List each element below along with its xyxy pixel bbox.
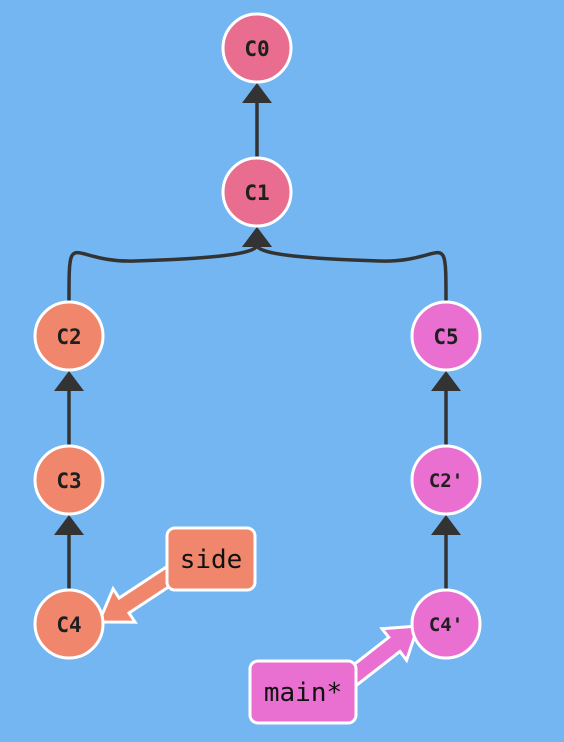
edge-line <box>67 244 259 303</box>
branches-layer: side main* <box>96 526 421 725</box>
arrowhead-icon <box>431 371 461 391</box>
arrowhead-icon <box>54 515 84 535</box>
arrowhead-icon <box>242 83 272 103</box>
arrowhead-icon <box>431 515 461 535</box>
commit-label: C5 <box>433 325 458 349</box>
commit-node-C2[interactable]: C2 <box>33 300 105 372</box>
commit-label: C4 <box>56 613 81 637</box>
edge-line <box>255 244 448 303</box>
edge-C5-to-C1 <box>242 227 448 303</box>
commit-node-C5[interactable]: C5 <box>410 300 482 372</box>
commit-circle[interactable] <box>410 300 482 372</box>
commit-circle[interactable] <box>33 444 105 516</box>
commit-circle[interactable] <box>410 444 482 516</box>
commit-label: C3 <box>56 469 81 493</box>
branch-label-text: main* <box>264 678 342 708</box>
edge-C1-to-C0 <box>242 83 272 158</box>
commit-label: C1 <box>244 181 269 205</box>
commit-label: C0 <box>244 37 269 61</box>
commit-node-C4p[interactable]: C4' <box>410 588 482 660</box>
commit-node-C1[interactable]: C1 <box>221 156 293 228</box>
commit-node-C2p[interactable]: C2' <box>410 444 482 516</box>
commit-label: C2 <box>56 325 81 349</box>
commit-label: C4' <box>429 614 463 636</box>
edge-C3-to-C2 <box>54 371 84 446</box>
edge-C4-to-C3 <box>54 515 84 590</box>
edge-C2-to-C1 <box>67 227 272 303</box>
commit-node-C0[interactable]: C0 <box>221 12 293 84</box>
commit-circle[interactable] <box>221 156 293 228</box>
arrowhead-icon <box>242 227 272 247</box>
branch-main[interactable]: main* <box>248 624 421 725</box>
commit-label: C2' <box>429 470 463 492</box>
branch-label-box[interactable] <box>165 526 257 592</box>
commit-circle[interactable] <box>33 588 105 660</box>
branch-side[interactable]: side <box>96 526 257 624</box>
commit-node-C3[interactable]: C3 <box>33 444 105 516</box>
arrowhead-icon <box>54 371 84 391</box>
branch-label-box[interactable] <box>248 659 358 725</box>
commit-circle[interactable] <box>221 12 293 84</box>
edges-layer <box>54 83 461 590</box>
branch-label-text: side <box>180 545 243 575</box>
edge-C4p-to-C2p <box>431 515 461 590</box>
commit-circle[interactable] <box>33 300 105 372</box>
edge-C2p-to-C5 <box>431 371 461 446</box>
commit-node-C4[interactable]: C4 <box>33 588 105 660</box>
commit-circle[interactable] <box>410 588 482 660</box>
